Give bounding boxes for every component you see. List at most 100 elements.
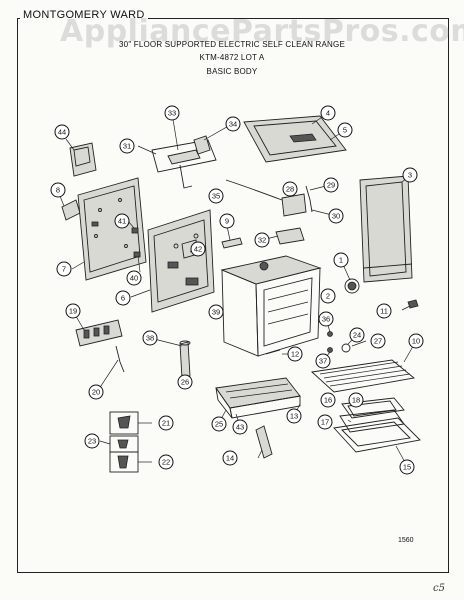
svg-text:11: 11 xyxy=(380,307,388,316)
part-32-bracket xyxy=(275,227,305,245)
callout-42: 42 xyxy=(190,241,206,257)
callout-17: 17 xyxy=(317,414,333,430)
callout-7: 7 xyxy=(56,261,72,277)
callout-21: 21 xyxy=(158,415,174,431)
callout-27: 27 xyxy=(370,333,386,349)
svg-text:24: 24 xyxy=(353,331,361,340)
part-10-oven-rack xyxy=(310,359,416,393)
svg-text:36: 36 xyxy=(322,315,330,324)
callout-26: 26 xyxy=(177,374,193,390)
svg-text:30: 30 xyxy=(332,212,340,221)
svg-text:17: 17 xyxy=(321,418,329,427)
callout-3: 3 xyxy=(402,167,418,183)
handwritten-note: c5 xyxy=(433,583,445,594)
callout-2: 2 xyxy=(320,288,336,304)
callout-28: 28 xyxy=(282,181,298,197)
oven-cavity-body xyxy=(220,255,322,357)
callout-12: 12 xyxy=(287,346,303,362)
callout-37: 37 xyxy=(315,353,331,369)
svg-text:42: 42 xyxy=(194,245,202,254)
svg-text:35: 35 xyxy=(212,192,220,201)
svg-text:26: 26 xyxy=(181,378,189,387)
callout-34: 34 xyxy=(225,116,241,132)
svg-text:18: 18 xyxy=(352,396,360,405)
svg-text:33: 33 xyxy=(168,109,176,118)
callout-32: 32 xyxy=(254,232,270,248)
svg-text:14: 14 xyxy=(226,454,234,463)
callout-31: 31 xyxy=(119,138,135,154)
part-24-washer xyxy=(341,343,351,353)
callout-33: 33 xyxy=(164,105,180,121)
svg-text:23: 23 xyxy=(88,437,96,446)
svg-text:4: 4 xyxy=(326,109,330,118)
part-40-clip xyxy=(133,251,141,258)
svg-text:34: 34 xyxy=(229,120,237,129)
part-19-terminal-strip xyxy=(75,319,125,373)
callout-8: 8 xyxy=(50,182,66,198)
callout-13: 13 xyxy=(286,408,302,424)
svg-text:28: 28 xyxy=(286,185,294,194)
callout-19: 19 xyxy=(65,303,81,319)
callout-30: 30 xyxy=(328,208,344,224)
callout-15: 15 xyxy=(399,459,415,475)
part-22-clip-card xyxy=(109,451,139,473)
part-37-nut xyxy=(327,347,333,353)
svg-text:40: 40 xyxy=(130,274,138,283)
svg-text:8: 8 xyxy=(56,186,60,195)
callout-24: 24 xyxy=(349,327,365,343)
callout-29: 29 xyxy=(323,177,339,193)
callout-35: 35 xyxy=(208,188,224,204)
svg-text:1: 1 xyxy=(339,256,343,265)
svg-text:7: 7 xyxy=(62,265,66,274)
svg-text:3: 3 xyxy=(408,171,412,180)
part-11-screw xyxy=(407,299,419,309)
callout-6: 6 xyxy=(115,290,131,306)
part-14-hinge xyxy=(255,425,273,459)
part-44-bracket xyxy=(69,142,97,177)
svg-text:32: 32 xyxy=(258,236,266,245)
callout-18: 18 xyxy=(348,392,364,408)
callout-11: 11 xyxy=(376,303,392,319)
callout-22: 22 xyxy=(158,454,174,470)
page-number: 1560 xyxy=(398,537,414,544)
svg-text:39: 39 xyxy=(212,308,220,317)
svg-text:19: 19 xyxy=(69,307,77,316)
callout-23: 23 xyxy=(84,433,100,449)
svg-text:31: 31 xyxy=(123,142,131,151)
callout-1: 1 xyxy=(333,252,349,268)
svg-text:5: 5 xyxy=(343,126,347,135)
title-model-number: KTM-4872 LOT A xyxy=(199,53,265,62)
callout-10: 10 xyxy=(408,333,424,349)
svg-text:22: 22 xyxy=(162,458,170,467)
callout-39: 39 xyxy=(208,304,224,320)
part-12-rod xyxy=(265,349,281,355)
part-6-rear-panel xyxy=(147,209,215,313)
svg-text:2: 2 xyxy=(326,292,330,301)
part-25-broiler-drawer xyxy=(215,377,301,419)
part-15-bottom-panel xyxy=(333,417,421,453)
svg-text:16: 16 xyxy=(324,396,332,405)
title-model-description: 30" FLOOR SUPPORTED ELECTRIC SELF CLEAN … xyxy=(119,40,345,49)
callout-25: 25 xyxy=(211,416,227,432)
svg-text:9: 9 xyxy=(225,217,229,226)
callout-36: 36 xyxy=(318,311,334,327)
part-28-terminal-block xyxy=(225,179,313,217)
svg-text:27: 27 xyxy=(374,337,382,346)
svg-text:44: 44 xyxy=(58,128,66,137)
part-23-clip-card xyxy=(109,435,139,453)
svg-text:12: 12 xyxy=(291,350,299,359)
callout-9: 9 xyxy=(219,213,235,229)
svg-text:13: 13 xyxy=(290,412,298,421)
title-section: BASIC BODY xyxy=(206,67,258,76)
callout-14: 14 xyxy=(222,450,238,466)
svg-text:29: 29 xyxy=(327,181,335,190)
callout-20: 20 xyxy=(88,384,104,400)
svg-text:25: 25 xyxy=(215,420,223,429)
part-21-clip-card xyxy=(109,411,139,435)
part-8-plate xyxy=(61,199,81,221)
callout-43: 43 xyxy=(232,419,248,435)
callout-41: 41 xyxy=(114,213,130,229)
part-18-broil-pan xyxy=(341,397,405,419)
